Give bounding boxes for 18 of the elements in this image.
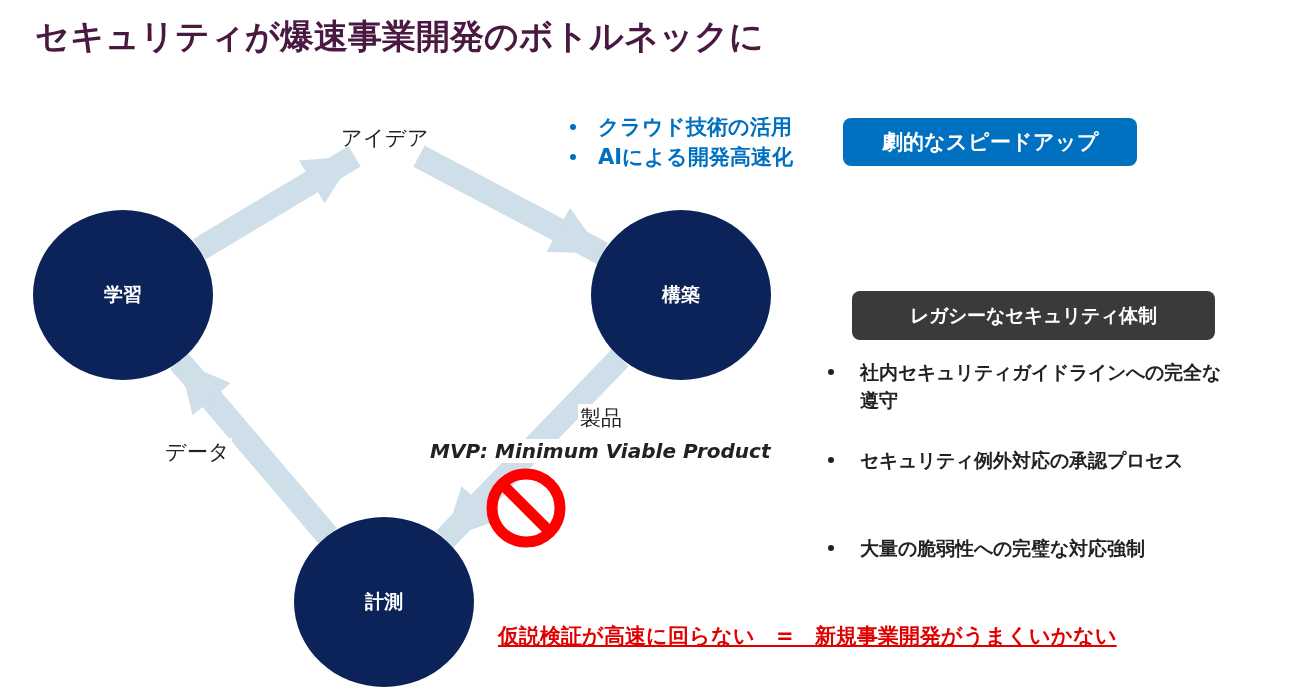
bullet-text: AIによる開発高速化 xyxy=(598,144,794,171)
caption-text: MVP: Minimum Viable Product xyxy=(428,439,773,463)
highlight-box: 劇的なスピードアップ xyxy=(843,118,1137,166)
bullet-text: セキュリティ例外対応の承認プロセス xyxy=(860,448,1184,473)
block-arrow xyxy=(413,145,608,264)
block-arrow xyxy=(436,349,629,548)
bullet-text: クラウド技術の活用 xyxy=(598,114,792,141)
process-circle: 計測 xyxy=(294,517,474,687)
step-label: アイデア xyxy=(325,120,445,156)
heading-box: レガシーなセキュリティ体制 xyxy=(852,291,1215,340)
block-arrow xyxy=(170,353,337,544)
bullet-text: 社内セキュリティガイドラインへの完全な遵守 xyxy=(860,360,1222,413)
bullet-text: 大量の脆弱性への完璧な対応強制 xyxy=(860,536,1146,561)
process-circle: 学習 xyxy=(33,210,213,380)
conclusion-text: 仮説検証が高速に回らない = 新規事業開発がうまくいかない xyxy=(498,623,1117,650)
title: セキュリティが爆速事業開発のボトルネックに xyxy=(35,15,764,58)
block-arrow xyxy=(193,145,361,260)
process-circle: 構築 xyxy=(591,210,771,380)
